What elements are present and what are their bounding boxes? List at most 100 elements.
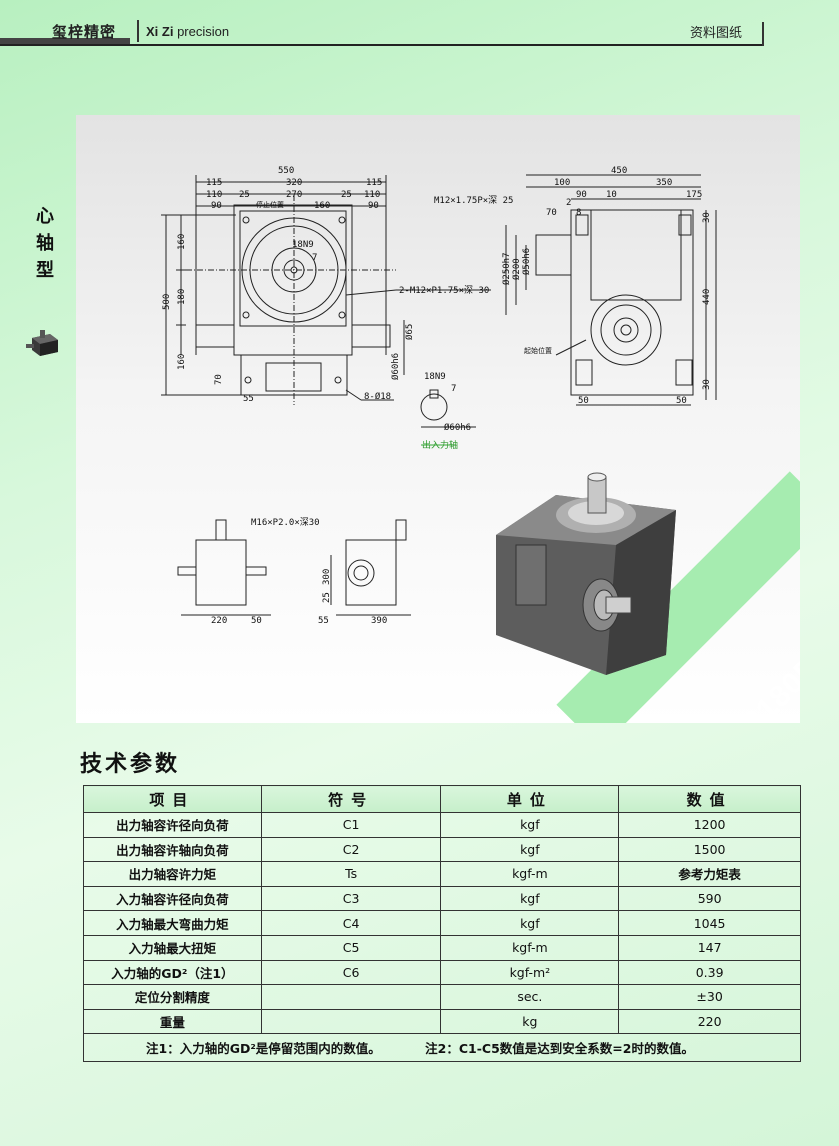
table-row: 入力轴的GD²（注1） C6 kgf-m² 0.39 (83, 959, 801, 986)
row-item: 定位分割精度 (83, 984, 262, 1010)
table-row: 定位分割精度 sec. ±30 (83, 984, 801, 1010)
dim-100: 100 (554, 178, 570, 188)
row-unit: kg (440, 1008, 620, 1035)
dim-70-b: 70 (546, 208, 557, 218)
front-view (161, 175, 491, 446)
row-value: 0.39 (618, 959, 801, 986)
row-symbol (260, 1008, 442, 1035)
dim-320: 320 (286, 178, 302, 188)
header-unit: 单位 (440, 785, 620, 813)
table-row: 入力轴最大弯曲力矩 C4 kgf 1045 (83, 910, 801, 936)
dim-d60h6-b: Ø60h6 (444, 422, 471, 433)
header-rule (0, 44, 762, 46)
row-value: 590 (618, 885, 801, 912)
row-item: 入力轴容许径向负荷 (83, 885, 262, 912)
dim-d250h7: Ø250h7 (501, 252, 512, 285)
row-item: 入力轴最大弯曲力矩 (83, 910, 262, 936)
brand-english-rest: precision (173, 24, 230, 39)
header-symbol: 符号 (260, 785, 442, 813)
row-unit: kgf (440, 836, 620, 863)
dim-70-a: 70 (214, 374, 224, 385)
dim-50-left: 50 (578, 396, 589, 406)
dim-25-left: 25 (239, 190, 250, 200)
dim-220: 220 (211, 616, 227, 626)
technical-drawing: 550 115 320 115 110 25 270 25 110 90 160… (76, 115, 800, 723)
dim-450: 450 (611, 166, 627, 176)
dim-390: 390 (371, 616, 387, 626)
thread-m12-callout: 2-M12×P1.75×深 30 (399, 285, 489, 296)
dim-2: 2 (566, 198, 571, 208)
row-symbol: C2 (260, 836, 442, 863)
table-notes-row: 注1：入力轴的GD²是停留范围内的数值。 注2：C1-C5数值是达到安全系数=2… (83, 1033, 801, 1063)
dim-90-side: 90 (576, 190, 587, 200)
row-value: 220 (618, 1008, 801, 1035)
row-symbol (260, 984, 442, 1010)
dim-115-right: 115 (366, 178, 382, 188)
row-symbol: Ts (260, 861, 442, 887)
dim-500: 500 (162, 294, 172, 310)
header-item: 项目 (83, 785, 262, 813)
dim-175: 175 (686, 190, 702, 200)
table-row: 出力轴容许轴向负荷 C2 kgf 1500 (83, 836, 801, 863)
document-type: 资料图纸 (690, 26, 743, 41)
brand-english: Xi Zi precision (146, 24, 229, 39)
dim-115-left: 115 (206, 178, 222, 188)
row-unit: kgf-m (440, 934, 620, 961)
perspective-render (496, 472, 676, 675)
row-item: 入力轴的GD²（注1） (83, 959, 262, 986)
document-divider (762, 22, 764, 46)
thread-m16: M16×P2.0×深30 (251, 517, 320, 528)
indexer-icon (26, 330, 58, 356)
side-char-1: 心 (36, 206, 54, 227)
dim-55-a: 55 (243, 394, 254, 404)
dim-180: 180 (177, 289, 187, 305)
table-header-row: 项目 符号 单位 数值 (83, 785, 801, 813)
dim-50-bottom: 50 (251, 616, 262, 626)
row-item: 重量 (83, 1008, 262, 1035)
row-unit: kgf (440, 910, 620, 936)
table-row: 重量 kg 220 (83, 1008, 801, 1035)
brand-english-bold: Xi Zi (146, 24, 174, 39)
dim-d60h6-a: Ø60h6 (390, 353, 401, 380)
page-header: 玺梓精密 Xi Zi precision 资料图纸 (0, 0, 839, 52)
row-item: 入力轴最大扭矩 (83, 934, 262, 961)
header-value: 数值 (618, 785, 801, 813)
row-value: 1200 (618, 812, 801, 838)
dim-50-right: 50 (676, 396, 687, 406)
dim-300: 300 (322, 569, 332, 585)
thread-m12-side: M12×1.75P×深 25 (434, 195, 513, 206)
dim-30-top: 30 (702, 212, 712, 223)
dim-440: 440 (702, 289, 712, 305)
dim-550: 550 (278, 166, 294, 176)
row-value: 147 (618, 934, 801, 961)
label-stop-position: 停止位置 (256, 200, 284, 209)
dim-110-right: 110 (364, 190, 380, 200)
side-char-2: 轴 (36, 233, 54, 254)
dim-270: 270 (286, 190, 302, 200)
label-io-shaft: 出入力轴 (422, 439, 458, 451)
dim-90-right: 90 (368, 201, 379, 211)
dim-25-right: 25 (341, 190, 352, 200)
note-2: 注2：C1-C5数值是达到安全系数=2时的数值。 (425, 1041, 694, 1057)
brand-divider (137, 20, 139, 42)
dim-d65: Ø65 (404, 324, 415, 340)
row-value: ±30 (618, 984, 801, 1010)
row-item: 出力轴容许力矩 (83, 861, 262, 887)
dim-25-bottom: 25 (322, 592, 332, 603)
table-row: 出力轴容许径向负荷 C1 kgf 1200 (83, 812, 801, 838)
row-unit: kgf-m² (440, 959, 620, 986)
dim-350: 350 (656, 178, 672, 188)
bolt-8-d18: 8-Ø18 (364, 391, 391, 402)
row-unit: kgf-m (440, 861, 620, 887)
note-1: 注1：入力轴的GD²是停留范围内的数值。 (146, 1041, 381, 1057)
dim-7-top: 7 (312, 253, 317, 263)
dim-10: 10 (606, 190, 617, 200)
drawing-svg: 550 115 320 115 110 25 270 25 110 90 160… (161, 166, 717, 675)
side-char-3: 型 (36, 260, 54, 281)
section-title: 技术参数 (80, 752, 181, 777)
table-row: 入力轴容许径向负荷 C3 kgf 590 (83, 885, 801, 912)
row-value: 1500 (618, 836, 801, 863)
dim-d50h6: Ø50h6 (521, 248, 532, 275)
dim-7-bottom: 7 (451, 384, 456, 394)
brand-chinese: 玺梓精密 (52, 23, 117, 41)
